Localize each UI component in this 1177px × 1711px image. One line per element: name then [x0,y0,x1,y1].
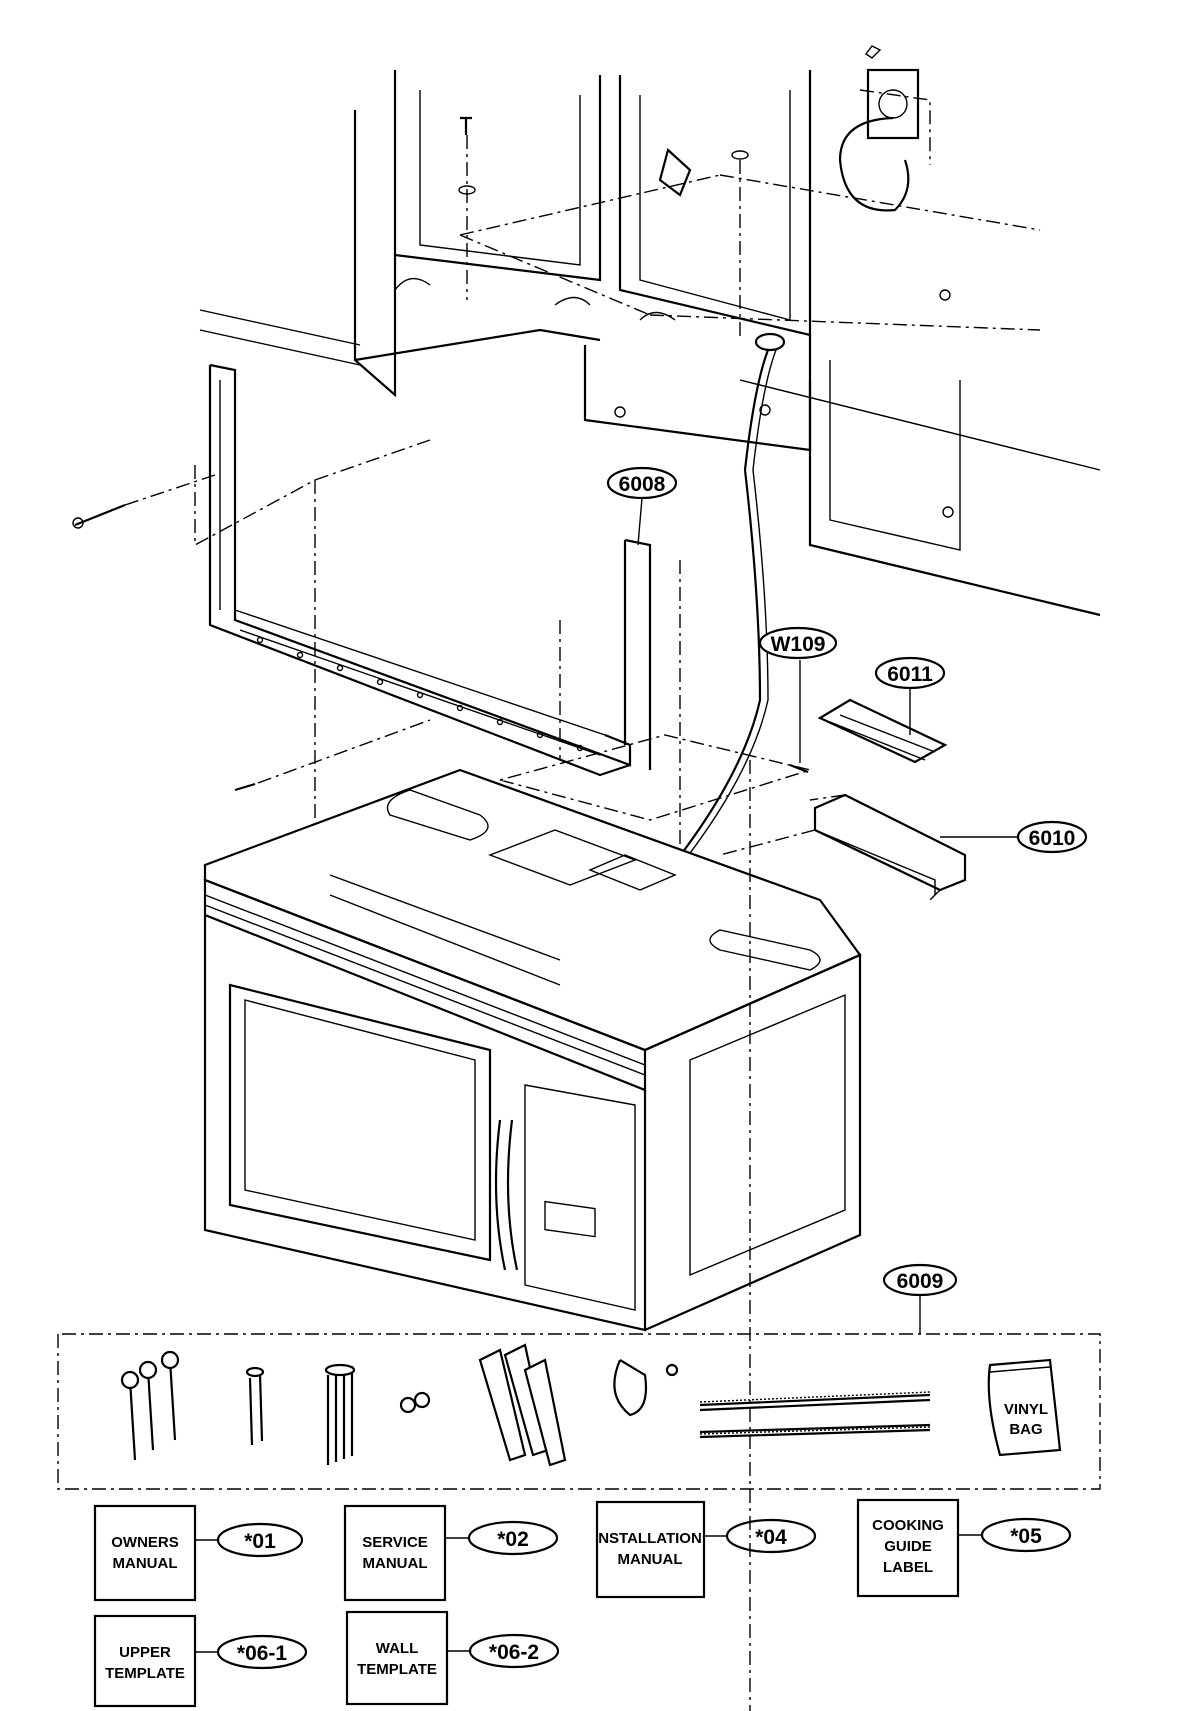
upper-template-box: UPPER TEMPLATE [93,1614,197,1708]
wall-template-box: WALL TEMPLATE [345,1610,449,1706]
accessory-kit [57,1295,1101,1490]
installation-manual-line1: NSTALLATION [598,1530,702,1547]
service-manual-line1: SERVICE [362,1534,428,1551]
power-cord [639,332,786,906]
callout-6008: 6008 [606,466,678,500]
cooking-guide-line2: GUIDE [884,1538,932,1555]
service-manual-line2: MANUAL [363,1555,428,1572]
upper-cabinets [199,45,1101,617]
cooking-guide-label-box: COOKING GUIDE LABEL [856,1498,960,1598]
cooking-guide-line1: COOKING [872,1517,944,1534]
vinyl-bag-line2: BAG [1009,1421,1042,1438]
duct-parts [719,660,1018,901]
callout-06-2-label: *06-2 [489,1641,539,1664]
callout-6008-label: 6008 [619,473,666,496]
callout-02: *02 [467,1520,559,1556]
callout-6011: 6011 [874,656,946,690]
callout-06-1-label: *06-1 [237,1642,288,1665]
callout-06-2: *06-2 [468,1633,560,1669]
upper-template-line2: TEMPLATE [105,1665,185,1682]
callout-6011-label: 6011 [887,663,933,686]
callout-w109: W109 [758,626,838,660]
callout-05: *05 [980,1517,1072,1553]
mounting-plate [72,363,681,860]
callout-w109-label: W109 [771,633,826,656]
callout-02-label: *02 [497,1528,529,1551]
callout-04: *04 [725,1518,817,1554]
callout-01: *01 [216,1522,304,1558]
callout-6009-label: 6009 [897,1270,944,1293]
callout-6009: 6009 [882,1263,958,1297]
callout-6010: 6010 [1016,820,1088,854]
vinyl-bag-line1: VINYL [1004,1401,1048,1418]
microwave-oven [203,734,862,1332]
upper-template-line1: UPPER [119,1644,171,1661]
callout-06-1: *06-1 [216,1634,308,1670]
callout-04-label: *04 [755,1526,787,1549]
owners-manual-box: OWNERS MANUAL [93,1504,197,1602]
owners-manual-line2: MANUAL [113,1555,178,1572]
wall-template-line1: WALL [376,1640,419,1657]
owners-manual-line1: OWNERS [111,1534,179,1551]
callout-01-label: *01 [244,1530,276,1553]
installation-manual-line2: MANUAL [618,1551,683,1568]
cooking-guide-line3: LABEL [883,1559,933,1576]
installation-manual-box: NSTALLATION MANUAL [595,1500,706,1599]
service-manual-box: SERVICE MANUAL [343,1504,447,1602]
wall-template-line2: TEMPLATE [357,1661,437,1678]
callout-6010-label: 6010 [1029,827,1076,850]
callout-05-label: *05 [1010,1525,1042,1548]
